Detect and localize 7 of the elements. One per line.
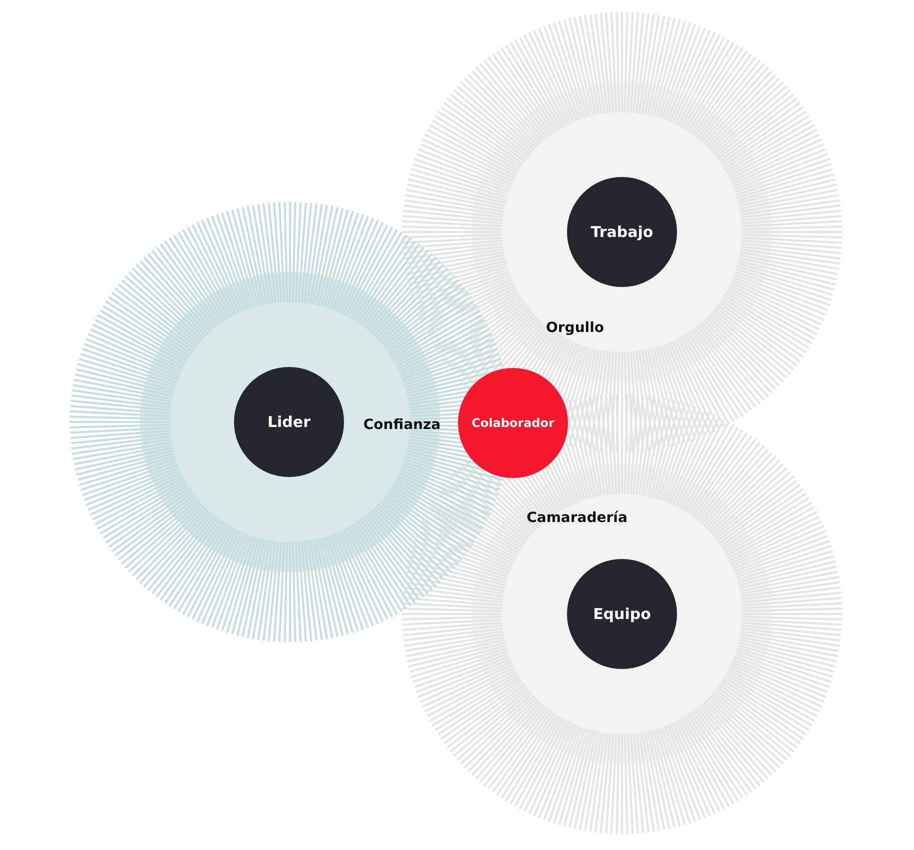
relation-label: Camaradería: [526, 510, 628, 526]
node-label: Lider: [267, 413, 310, 431]
relation-label: Orgullo: [546, 320, 604, 336]
node-label: Trabajo: [590, 223, 654, 241]
node-label: Colaborador: [472, 416, 554, 430]
relation-label: Confianza: [363, 417, 441, 433]
node-label: Equipo: [593, 605, 651, 623]
